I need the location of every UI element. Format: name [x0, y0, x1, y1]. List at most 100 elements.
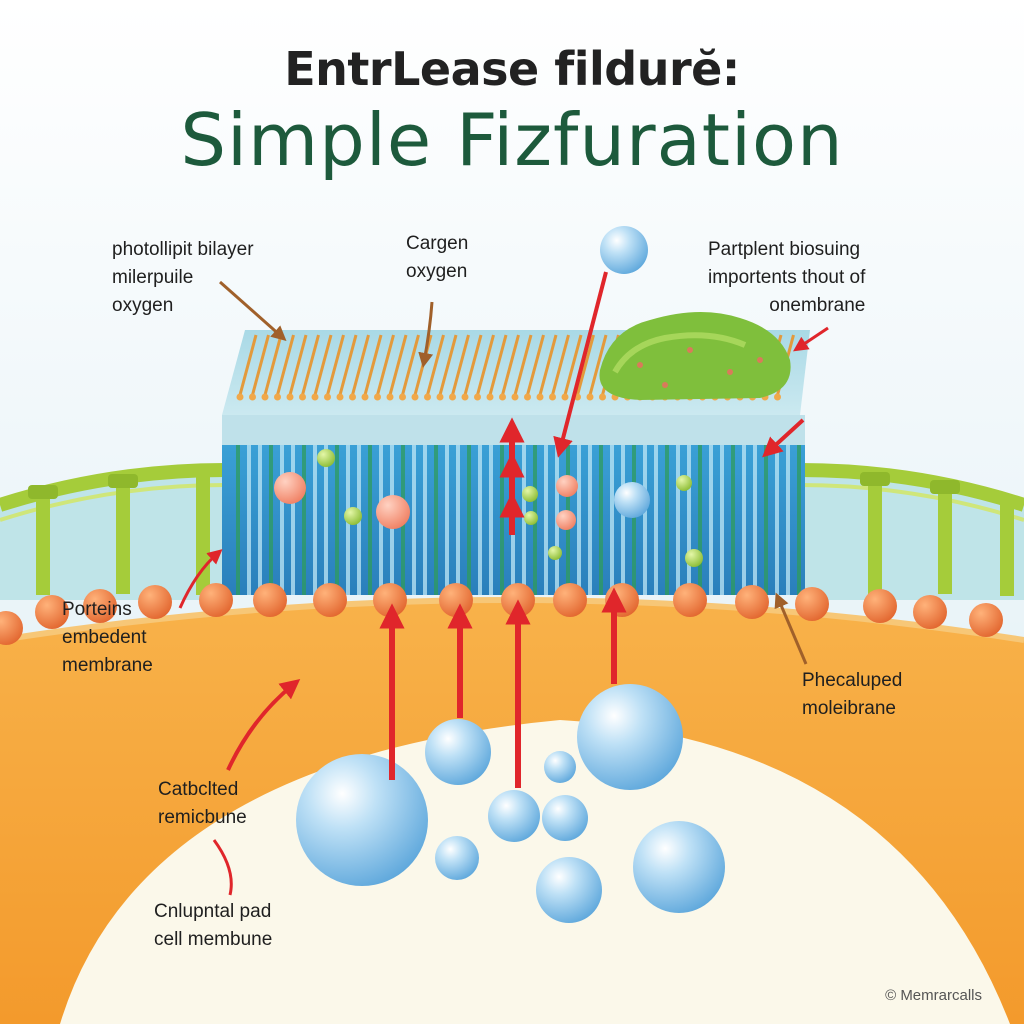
water-bubble-icon — [577, 684, 683, 790]
membrane-stripe — [467, 445, 471, 595]
lipid-tail — [238, 334, 258, 396]
membrane-stripe — [313, 445, 317, 595]
water-bubble-icon — [435, 836, 479, 880]
membrane-stripe — [236, 445, 240, 595]
lipid-tail — [588, 334, 608, 396]
membrane-stripe — [643, 445, 647, 595]
lipid-tail — [326, 334, 345, 396]
water-bubble-icon — [600, 226, 648, 274]
membrane-stripe — [500, 445, 504, 595]
label-line: moleibrane — [802, 698, 896, 719]
lipid-tail — [251, 334, 270, 396]
label-line: photollipit bilayer — [112, 239, 254, 260]
lipid-head — [735, 585, 769, 619]
membrane-stripe — [291, 445, 295, 595]
membrane-stripe — [709, 445, 713, 595]
lipid-tail — [351, 334, 370, 396]
lipid-head-small — [249, 393, 256, 401]
lipid-head-small — [361, 393, 369, 401]
membrane-stripe — [489, 445, 493, 595]
lipid-head-small — [461, 393, 469, 401]
right-rail — [799, 463, 1024, 600]
lipid-head-small — [436, 393, 444, 401]
lipid-head — [501, 583, 535, 617]
lipid-tail — [263, 334, 283, 396]
lipid-head — [673, 583, 707, 617]
lipid-head-small — [524, 393, 531, 401]
lipid-head-small — [424, 393, 431, 401]
water-bubble-icon — [544, 751, 576, 783]
up-arrow-icon — [178, 549, 223, 609]
label-line: importents thout of — [708, 267, 866, 288]
lipid-tail — [388, 334, 408, 396]
lipid-head — [138, 585, 172, 619]
transport-arrows — [178, 271, 829, 896]
lipid-tail — [551, 334, 570, 396]
lipid-head-small — [386, 393, 394, 401]
membrane-stripe — [456, 445, 460, 595]
left-rail — [0, 463, 226, 600]
lipid-head — [199, 583, 233, 617]
lipid-head — [313, 583, 347, 617]
label-line: embedent — [62, 627, 147, 648]
membrane-stripe — [720, 445, 724, 595]
membrane-stripe — [478, 445, 482, 595]
lipid-head — [35, 595, 69, 629]
lipid-head — [83, 589, 117, 623]
pointer-arrow-icon — [774, 592, 808, 665]
lipid-tail — [526, 334, 545, 396]
lipid-head-small — [336, 393, 344, 401]
membrane-stripe — [742, 445, 746, 595]
lipid-head-small — [236, 393, 244, 401]
membrane-stripe — [368, 445, 372, 595]
lipid-head — [969, 603, 1003, 637]
membrane-stripe — [665, 445, 669, 595]
lipid-head-small — [299, 393, 306, 401]
lipid-head-small — [399, 393, 406, 401]
lipid-tail — [563, 334, 583, 396]
lipid-head-small — [261, 393, 269, 401]
label-line: Porteins — [62, 599, 132, 620]
lipid-tail — [451, 334, 470, 396]
water-bubble-icon — [633, 821, 725, 913]
membrane-stripe — [280, 445, 284, 595]
membrane-stripe — [775, 445, 779, 595]
lipid-head-small — [486, 393, 494, 401]
membrane-stripe — [269, 445, 273, 595]
membrane-stripe — [632, 445, 636, 595]
lipid-head-small — [286, 393, 294, 401]
label-pointers — [219, 280, 808, 665]
label-line: membrane — [62, 655, 153, 676]
label-low-left: Catbclted remicbune — [158, 776, 247, 832]
label-line: oxygen — [112, 295, 174, 316]
lipid-tail — [288, 334, 308, 396]
membrane-stripe — [764, 445, 768, 595]
up-arrow-icon — [553, 271, 608, 458]
label-top-left: photollipit bilayer milerpuile oxygen — [112, 236, 254, 320]
membrane-stripe — [588, 445, 592, 595]
pointer-arrow-icon — [418, 301, 434, 368]
lipid-head — [253, 583, 287, 617]
membrane-stripe — [412, 445, 416, 595]
label-line: onembrane — [769, 295, 866, 316]
lipid-tail — [501, 334, 520, 396]
membrane-stripe — [522, 445, 526, 595]
membrane-stripe — [258, 445, 262, 595]
lipid-head-small — [549, 393, 556, 401]
lipid-head-small — [349, 393, 356, 401]
lipid-head-small — [774, 393, 781, 401]
lipid-head — [0, 611, 23, 645]
water-bubble-icon — [296, 754, 428, 886]
lipid-tail — [338, 334, 358, 396]
membrane-stripe — [731, 445, 735, 595]
label-bottom-left: Cnlupntal pad cell membune — [154, 898, 272, 954]
water-bubble-icon — [536, 857, 602, 923]
lipid-tail — [488, 334, 508, 396]
pointer-arrow-icon — [219, 280, 287, 341]
block-particles — [274, 449, 703, 567]
membrane-stripe — [599, 445, 603, 595]
membrane-stripe — [544, 445, 548, 595]
label-top-right: Partplent biosuing importents thout of o… — [708, 236, 865, 320]
lipid-head-small — [274, 393, 281, 401]
